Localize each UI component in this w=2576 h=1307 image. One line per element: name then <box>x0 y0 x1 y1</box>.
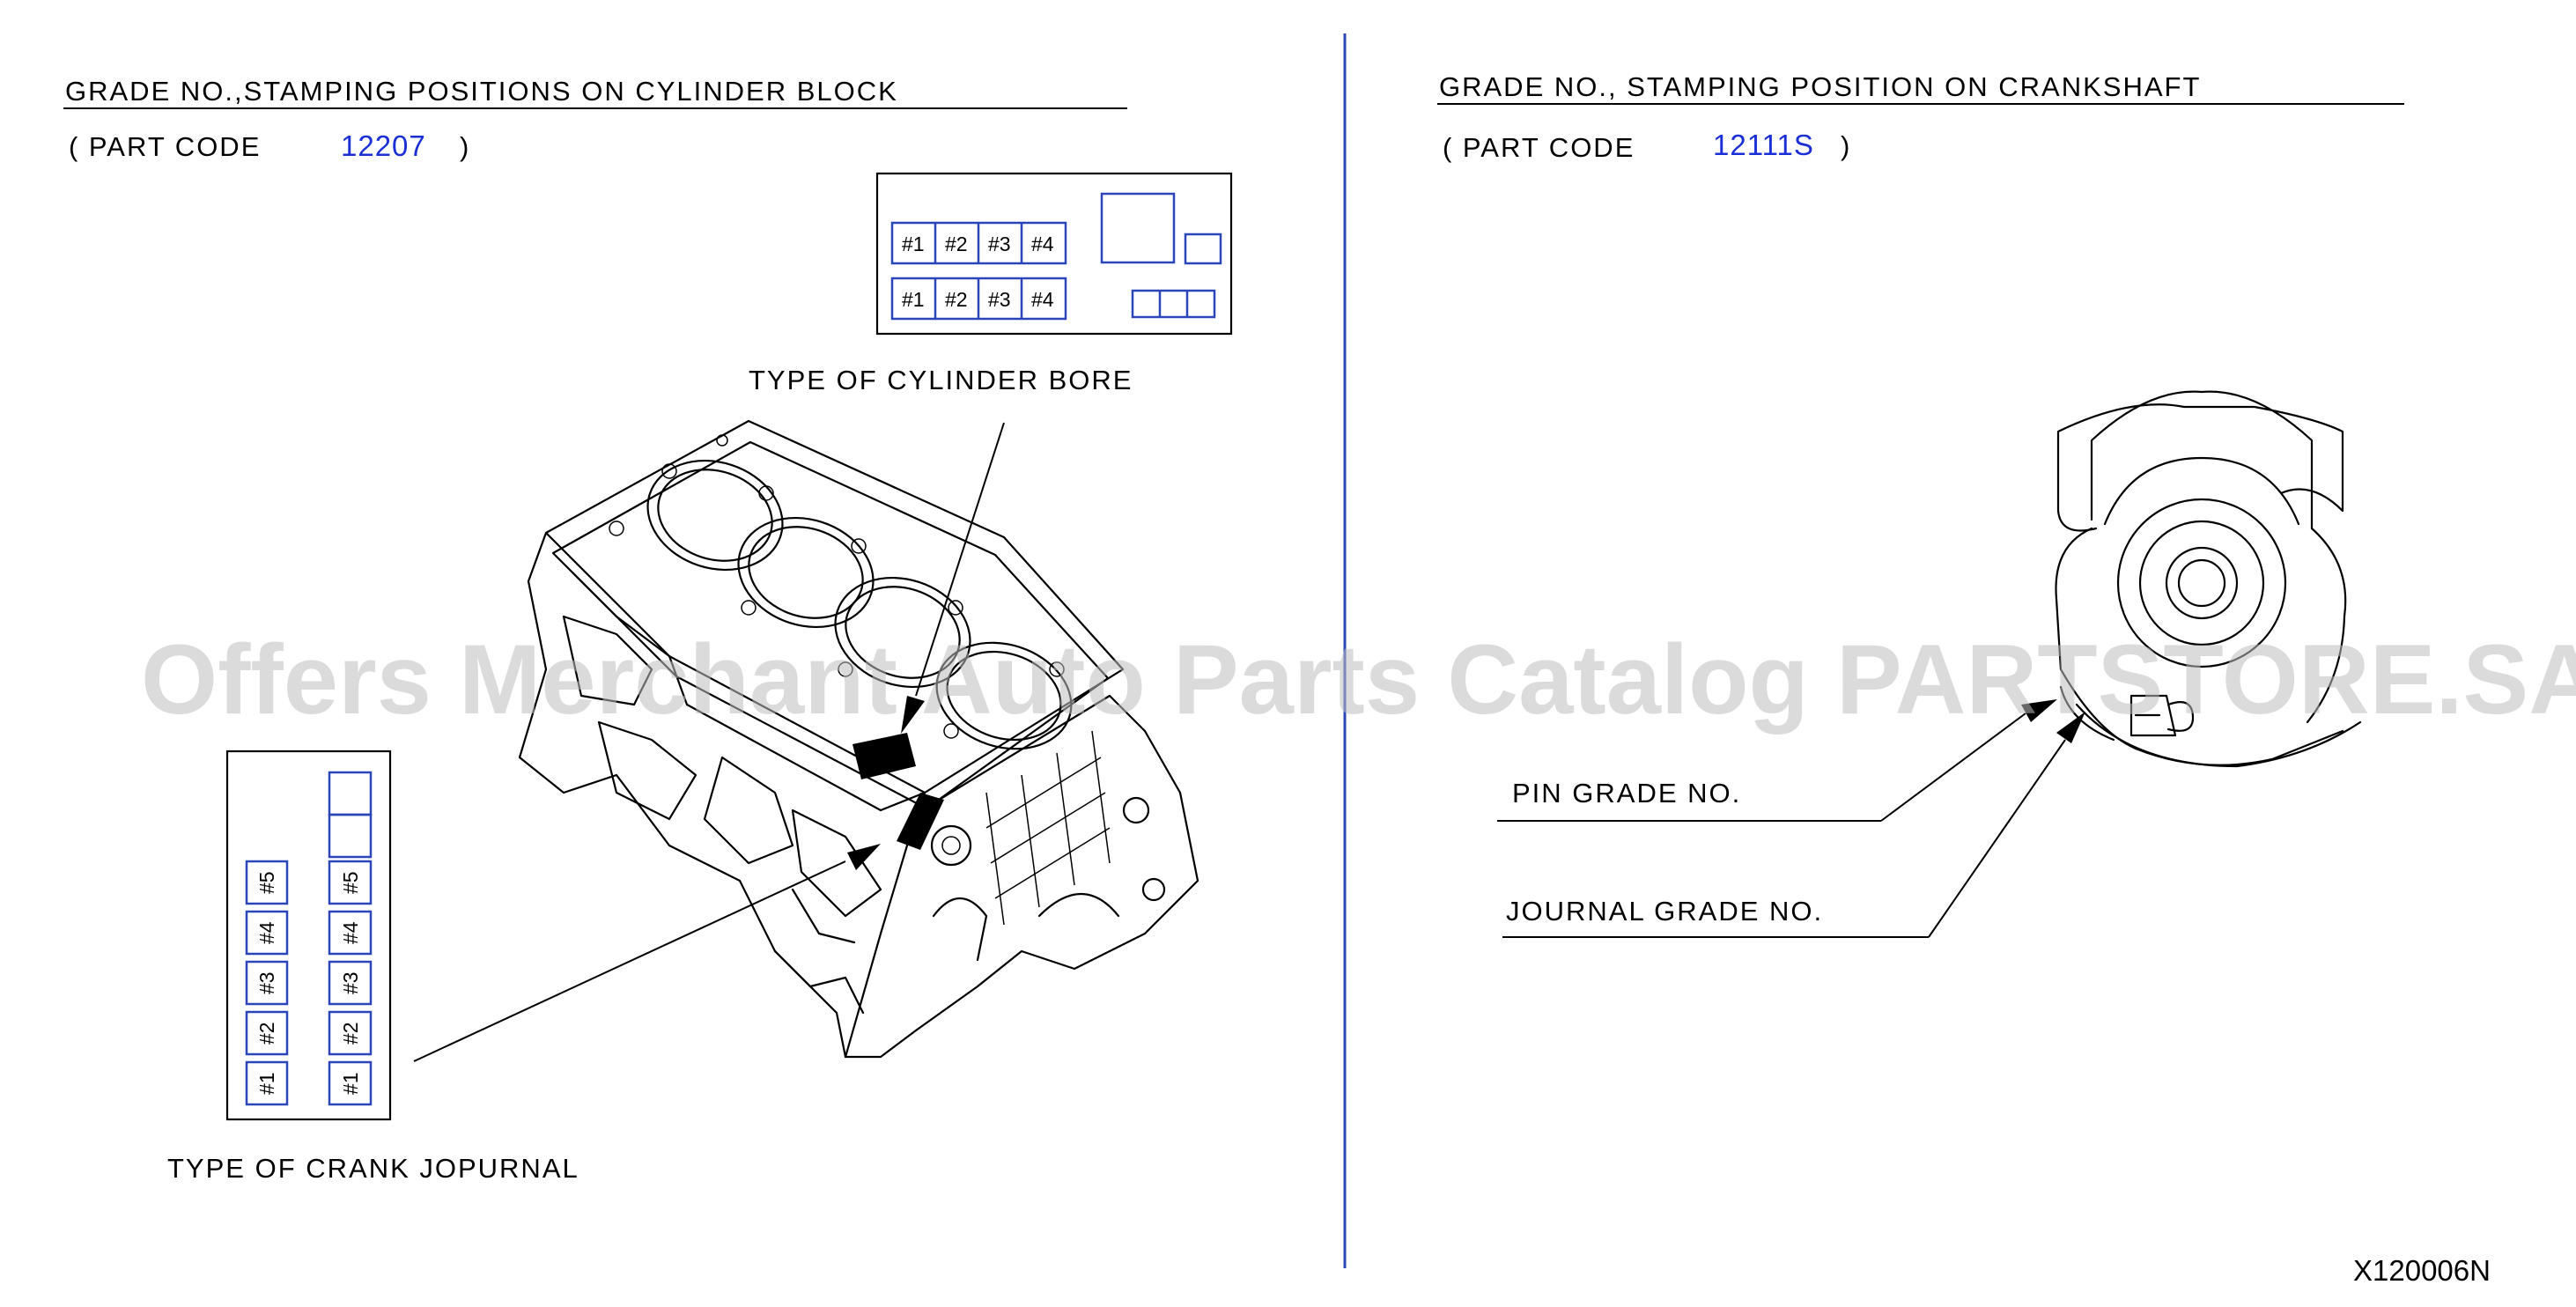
crank-journal-label: TYPE OF CRANK JOPURNAL <box>167 1153 579 1184</box>
part-code-close-right: ) <box>1841 130 1851 161</box>
cylinder-block-title: GRADE NO.,STAMPING POSITIONS ON CYLINDER… <box>65 76 898 107</box>
bore-row2-cell-4: #4 <box>1031 288 1054 311</box>
bore-row2-cell-3: #3 <box>988 288 1011 311</box>
journal-grade-arrow <box>2056 712 2085 743</box>
journal-col2-cell-1: #1 <box>339 1072 362 1095</box>
watermark-text: Offers Merchant Auto Parts Catalog PARTS… <box>141 624 2576 735</box>
bore-stamp-mark <box>853 733 916 779</box>
journal-leader-line <box>413 860 846 1062</box>
journal-stamp-mark <box>897 793 944 850</box>
journal-leader-arrow <box>847 844 881 870</box>
pin-grade-label: PIN GRADE NO. <box>1512 778 1741 809</box>
part-code-label-right: ( PART CODE <box>1443 132 1635 163</box>
bore-leader-line <box>915 422 1005 697</box>
journal-col1-cell-4: #4 <box>255 921 278 944</box>
cylinder-bore-label: TYPE OF CYLINDER BORE <box>749 365 1133 395</box>
journal-col1-cell-2: #2 <box>255 1022 278 1045</box>
part-code-label-left: ( PART CODE <box>69 131 261 162</box>
bore-leader-arrow <box>901 696 925 734</box>
bore-row2-cell-1: #1 <box>902 288 925 311</box>
cylinder-bore-stamp-plate <box>875 172 1233 336</box>
journal-grade-label: JOURNAL GRADE NO. <box>1506 896 1823 927</box>
journal-col2-cell-4: #4 <box>339 921 362 944</box>
journal-col2-cell-5: #5 <box>339 871 362 894</box>
journal-col1-cell-5: #5 <box>255 871 278 894</box>
crankshaft-illustration <box>2055 390 2362 768</box>
bore-row2-cell-2: #2 <box>945 288 968 311</box>
diagram-reference: X120006N <box>2353 1254 2491 1287</box>
pin-grade-leader <box>1880 713 2026 822</box>
journal-col1-cell-1: #1 <box>255 1072 278 1095</box>
bore-row1-cell-2: #2 <box>945 233 968 255</box>
crankshaft-title: GRADE NO., STAMPING POSITION ON CRANKSHA… <box>1439 71 2201 102</box>
pin-grade-arrow <box>2021 699 2057 722</box>
bore-row1-cell-4: #4 <box>1031 233 1054 255</box>
crank-journal-stamp-plate <box>225 749 392 1121</box>
cylinder-block-illustration <box>518 419 1199 1059</box>
part-code-left[interactable]: 12207 <box>341 129 426 162</box>
bore-row1-cell-3: #3 <box>988 233 1011 255</box>
bore-row1-cell-1: #1 <box>902 233 925 255</box>
part-code-right[interactable]: 12111S <box>1713 129 1814 161</box>
journal-col2-cell-3: #3 <box>339 971 362 994</box>
journal-col2-cell-2: #2 <box>339 1022 362 1045</box>
journal-grade-leader <box>1928 739 2066 938</box>
part-code-close-left: ) <box>460 131 470 162</box>
journal-col1-cell-3: #3 <box>255 971 278 994</box>
